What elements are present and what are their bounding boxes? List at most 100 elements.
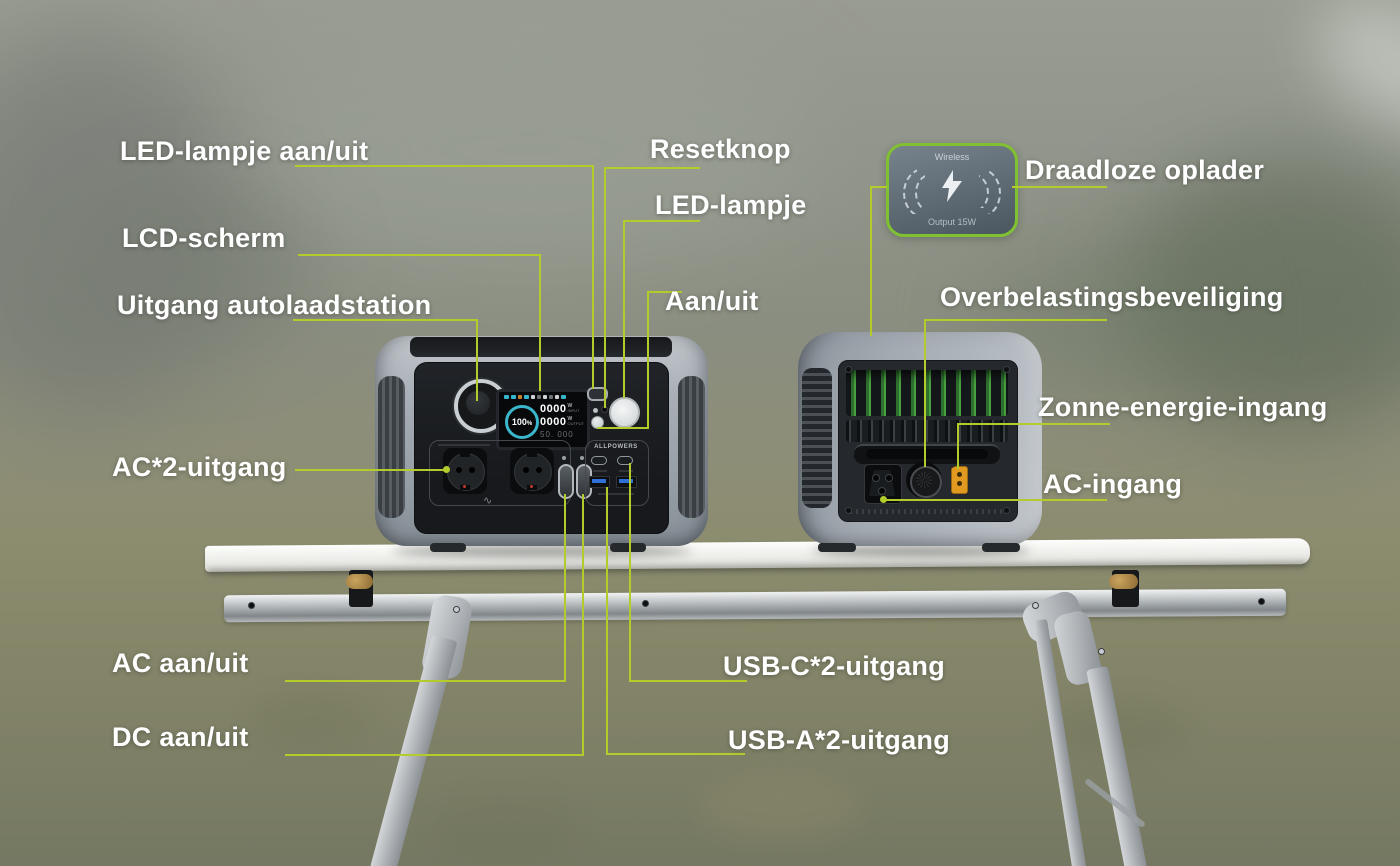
line-power-top-h [647,291,682,293]
label-reset: Resetknop [650,134,791,164]
ground-mottle-2 [700,770,860,840]
ac-socket-left [443,448,487,494]
wireless-pad-inset: Wireless Output 15W [886,143,1018,237]
rail-screw-right [1258,598,1265,605]
background-blur-trees-right [1120,160,1400,430]
line-usb-c-h [629,680,747,682]
usb-section-print-2 [619,470,633,472]
label-overload: Overbelastingsbeveiliging [940,282,1284,312]
usb-a-port-left [589,476,610,488]
label-power: Aan/uit [665,286,759,316]
line-dc-switch-v [582,494,584,756]
line-solar-v [957,423,959,469]
line-reset-v [604,167,606,408]
back-screw-tr [1003,366,1010,373]
line-car-v [476,319,478,401]
line-led-toggle-v [592,165,594,389]
ac-socket-right [510,448,554,494]
ac-switch-led [562,456,566,460]
front-unit-foot-left [430,543,466,552]
rail-screw-mid [642,600,649,607]
bracket-rivet-right-2 [1098,648,1105,655]
lcd-input-row: 0000 W INPUT [540,403,580,415]
back-vent-slot-row [846,420,1008,442]
wireless-arc-right-outer [987,168,1001,214]
back-screw-bl [845,507,852,514]
table-roller-right [1109,574,1138,589]
front-unit-foot-right [610,543,646,552]
front-unit-side-vent-right [678,376,705,518]
line-lcd-h [298,254,541,256]
line-ac-output-dot [443,466,450,473]
background-blur-tent-shadow [70,180,320,350]
label-wireless: Draadloze oplader [1025,155,1265,185]
line-car-h [293,319,478,321]
label-lcd: LCD-scherm [122,223,286,253]
label-solar-input: Zonne-energie-ingang [1038,392,1328,422]
ground-mottle-4 [430,800,580,860]
car-charger-cap [466,391,490,415]
line-solar-h [957,423,1110,425]
back-screw-br [1003,507,1010,514]
lcd-battery-percent: 100% [511,417,533,427]
usb-c-port-left [591,456,607,465]
back-handle-recess [866,449,988,459]
dc-switch-led [580,456,584,460]
ac-wave-symbol: ∿ [483,495,493,507]
lcd-output-row: 0000 W OUTPUT [540,416,584,428]
back-unit-foot-right [982,543,1020,552]
line-ac-output-h [295,469,447,471]
back-unit-foot-left [818,543,856,552]
label-dc-switch: DC aan/uit [112,722,249,752]
usb-c-port-right [617,456,633,465]
ground-mottle-1 [250,690,370,750]
rail-screw-left [248,602,255,609]
lcd-display: 100% 0000 W INPUT 0000 W OUTPUT 50. 000 [496,389,590,450]
led-lamp-light [609,397,640,428]
line-led-lamp-v [623,220,625,398]
line-reset-h [604,167,700,169]
label-usb-a: USB-A*2-uitgang [728,725,950,755]
line-overload-v [924,319,926,467]
usb-a-port-right [616,476,637,488]
back-screw-tl [845,366,852,373]
table-leg-right [1086,665,1148,866]
background-highlight-topright [1294,0,1400,158]
led-toggle-button [587,387,608,401]
line-ac-switch-h [285,680,566,682]
usb-section-print-1 [593,470,607,472]
line-power-v [647,291,649,429]
label-ac-switch: AC aan/uit [112,648,249,678]
label-ac-output: AC*2-uitgang [112,452,287,482]
label-ac-input: AC-ingang [1043,469,1183,499]
line-wireless-right-h [1012,186,1107,188]
table-roller-left [346,574,373,589]
line-power-bottom-h [597,427,649,429]
line-usb-a-v [606,487,608,755]
wireless-arc-left-inner [915,174,925,208]
back-unit-side-vent [802,368,832,508]
label-usb-c: USB-C*2-uitgang [723,651,945,681]
line-overload-h [924,319,1107,321]
back-unit-shadow [812,545,1030,557]
line-wireless-left-h [870,186,887,188]
ac-power-switch [558,464,574,499]
usb-section-print-3 [598,493,634,495]
status-led-dot [593,408,598,413]
label-led-toggle: LED-lampje aan/uit [120,136,369,166]
wireless-arc-left-outer [903,168,917,214]
usb-section [585,440,649,506]
line-usb-c-v [629,463,631,682]
lcd-status-icons [504,395,566,399]
wireless-pad-output: Output 15W [927,217,977,227]
front-unit-side-vent-left [378,376,405,518]
brand-text: ALLPOWERS [594,444,638,450]
wireless-pad-title: Wireless [934,152,970,162]
back-bottom-vent-dots [850,509,1002,514]
line-lcd-v [539,254,541,391]
bracket-rivet-left-1 [453,606,460,613]
line-dc-switch-h [285,754,584,756]
line-led-lamp-h [623,220,700,222]
line-led-toggle-h [295,165,594,167]
